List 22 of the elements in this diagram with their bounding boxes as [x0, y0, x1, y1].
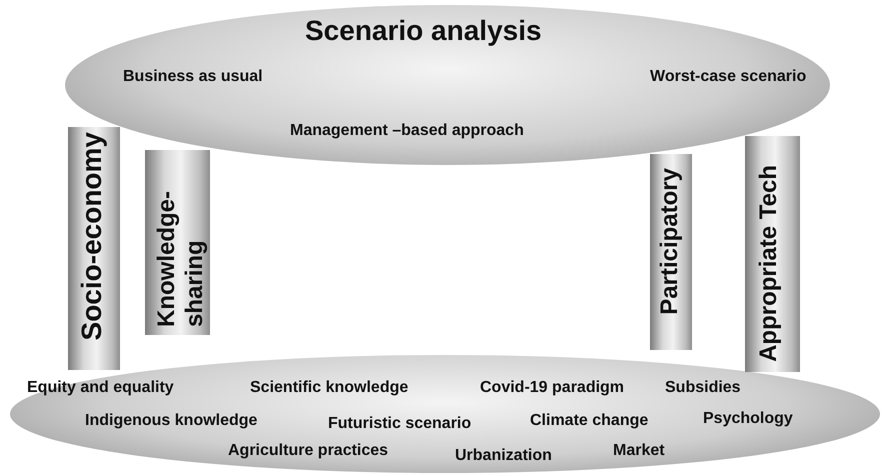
pillar — [68, 127, 120, 370]
factor-label: Agriculture practices — [228, 442, 388, 460]
factor-label: Indigenous knowledge — [85, 412, 258, 430]
factor-label: Psychology — [703, 410, 793, 428]
factor-label: Market — [613, 442, 665, 460]
factor-label: Covid-19 paradigm — [480, 379, 624, 397]
scenario-label: Worst-case scenario — [650, 68, 806, 86]
pillar-label: Appropriate Tech — [755, 165, 783, 362]
pillar — [650, 154, 692, 350]
factor-label: Subsidies — [665, 379, 741, 397]
title-text: Scenario analysis — [305, 15, 542, 47]
pillar-label: Participatory — [656, 168, 684, 315]
pillar — [145, 150, 210, 335]
factor-label: Climate change — [530, 412, 648, 430]
factor-label: Futuristic scenario — [328, 415, 472, 433]
factor-label: Equity and equality — [27, 379, 174, 397]
factor-label: Scientific knowledge — [250, 379, 408, 397]
factor-label: Urbanization — [455, 447, 552, 465]
scenario-label: Business as usual — [123, 68, 263, 86]
pillar — [745, 136, 800, 372]
pillar-label: Socio-economy — [76, 132, 108, 340]
approach-label: Management –based approach — [290, 122, 524, 140]
